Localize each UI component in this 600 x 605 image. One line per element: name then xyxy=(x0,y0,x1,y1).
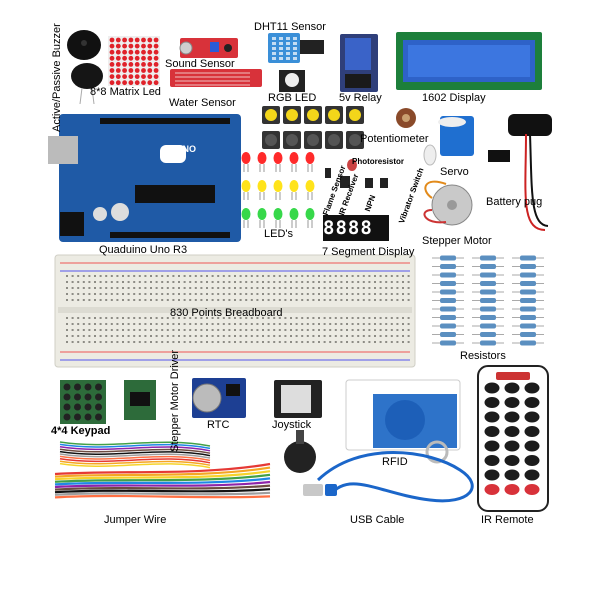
label-ir-remote: IR Remote xyxy=(481,514,534,526)
label-lcd: 1602 Display xyxy=(422,92,486,104)
ir-remote-image xyxy=(477,365,549,512)
label-dht11: DHT11 Sensor xyxy=(254,21,326,33)
label-resistors: Resistors xyxy=(460,350,506,362)
label-servo: Servo xyxy=(440,166,469,178)
label-buzzer: Active/Passive Buzzer xyxy=(51,23,63,132)
label-rgb: RGB LED xyxy=(268,92,317,104)
small-sensors-image xyxy=(325,144,437,188)
battery-plug-image xyxy=(488,114,552,231)
label-seg7: 7 Segment Display xyxy=(322,246,415,258)
stepper-motor-image xyxy=(423,180,473,226)
usb-cable-image xyxy=(303,451,474,503)
buzzer-image xyxy=(67,30,103,105)
seven-segment-digits: 8888 xyxy=(323,217,373,239)
label-water: Water Sensor xyxy=(169,97,236,109)
arduino-uno-image xyxy=(48,114,241,242)
label-breadboard: 830 Points Breadboard xyxy=(170,307,283,319)
label-leds: LED's xyxy=(264,228,293,240)
label-stepper-driver: Stepper Motor Driver xyxy=(169,349,181,452)
label-photo: Photoresistor xyxy=(352,157,405,166)
rtc-image xyxy=(192,378,246,418)
label-jumper: Jumper Wire xyxy=(104,514,167,526)
rfid-image xyxy=(345,379,461,464)
water-sensor-image xyxy=(170,69,262,87)
keypad-image xyxy=(60,380,106,424)
servo-image xyxy=(438,116,474,156)
label-stepper: Stepper Motor xyxy=(422,235,492,247)
joystick-image xyxy=(274,380,322,473)
buttons-image xyxy=(262,106,364,149)
stepper-driver-image xyxy=(124,380,156,420)
potentiometer-image xyxy=(396,108,416,128)
rgb-led-image xyxy=(279,70,305,92)
dht11-image xyxy=(268,33,324,63)
matrix-led-image xyxy=(108,36,160,86)
lcd-image xyxy=(396,32,542,90)
label-pot: Potentiometer xyxy=(360,133,429,145)
sound-sensor-image xyxy=(179,38,238,58)
label-relay: 5v Relay xyxy=(339,92,382,104)
jumper-wires-image xyxy=(54,441,271,499)
uno-logo: UNO xyxy=(176,144,196,154)
breadboard-image xyxy=(54,254,416,368)
label-rtc: RTC xyxy=(207,419,230,431)
relay-image xyxy=(340,34,378,92)
label-matrix: 8*8 Matrix Led xyxy=(90,86,161,98)
seven-segment-image xyxy=(323,215,389,241)
label-uno: Quaduino Uno R3 xyxy=(99,244,188,256)
label-rfid: RFID xyxy=(382,456,408,468)
label-keypad: 4*4 Keypad xyxy=(51,425,111,437)
leds-image xyxy=(241,152,315,228)
resistors-image xyxy=(432,255,544,346)
label-sound: Sound Sensor xyxy=(165,58,235,70)
label-usb: USB Cable xyxy=(350,514,405,526)
label-joystick: Joystick xyxy=(272,419,312,431)
label-battery: Battery pug xyxy=(486,196,543,208)
